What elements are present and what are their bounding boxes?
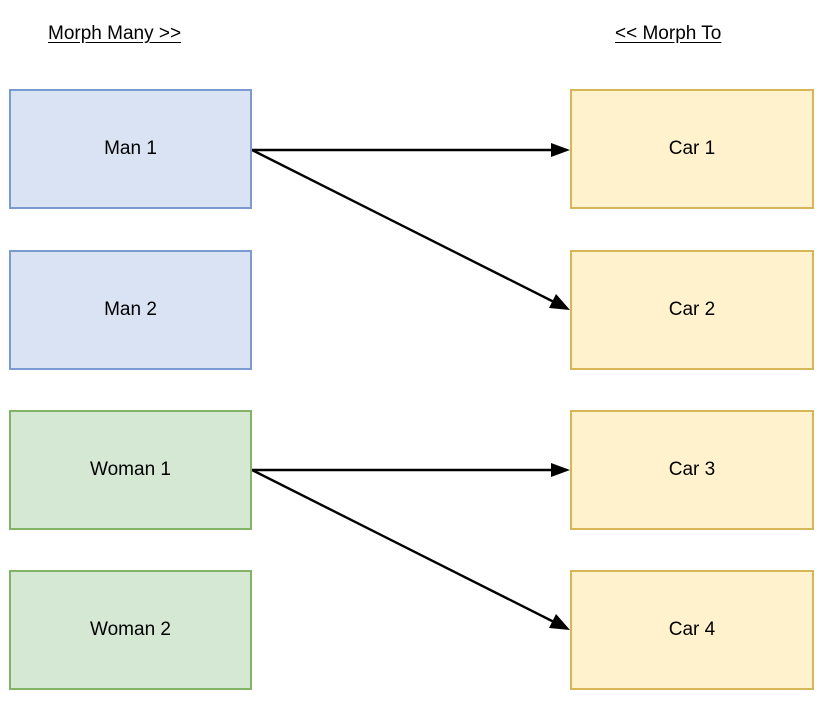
- node-car-4-label: Car 4: [668, 619, 716, 640]
- node-man-2[interactable]: Man 2: [9, 250, 252, 370]
- node-car-3[interactable]: Car 3: [570, 410, 814, 530]
- node-car-1-label: Car 1: [668, 138, 716, 159]
- node-man-1-label: Man 1: [104, 138, 157, 159]
- column-header-right: << Morph To: [615, 23, 722, 44]
- node-car-2[interactable]: Car 2: [570, 250, 814, 370]
- node-man-1[interactable]: Man 1: [9, 89, 252, 209]
- node-man-2-label: Man 2: [104, 299, 157, 320]
- node-woman-1[interactable]: Woman 1: [9, 410, 252, 530]
- node-car-2-label: Car 2: [668, 299, 716, 320]
- edge-man1-car2: [251, 148, 570, 310]
- node-woman-1-label: Woman 1: [90, 459, 171, 480]
- edge-woman1-car4: [251, 468, 570, 630]
- node-car-3-label: Car 3: [668, 459, 716, 480]
- node-woman-2-label: Woman 2: [90, 619, 171, 640]
- node-car-1[interactable]: Car 1: [570, 89, 814, 209]
- edge-woman1-car3: [252, 463, 570, 477]
- column-header-left: Morph Many >>: [48, 23, 182, 44]
- edge-man1-car1: [252, 143, 570, 157]
- node-woman-2[interactable]: Woman 2: [9, 570, 252, 690]
- node-car-4[interactable]: Car 4: [570, 570, 814, 690]
